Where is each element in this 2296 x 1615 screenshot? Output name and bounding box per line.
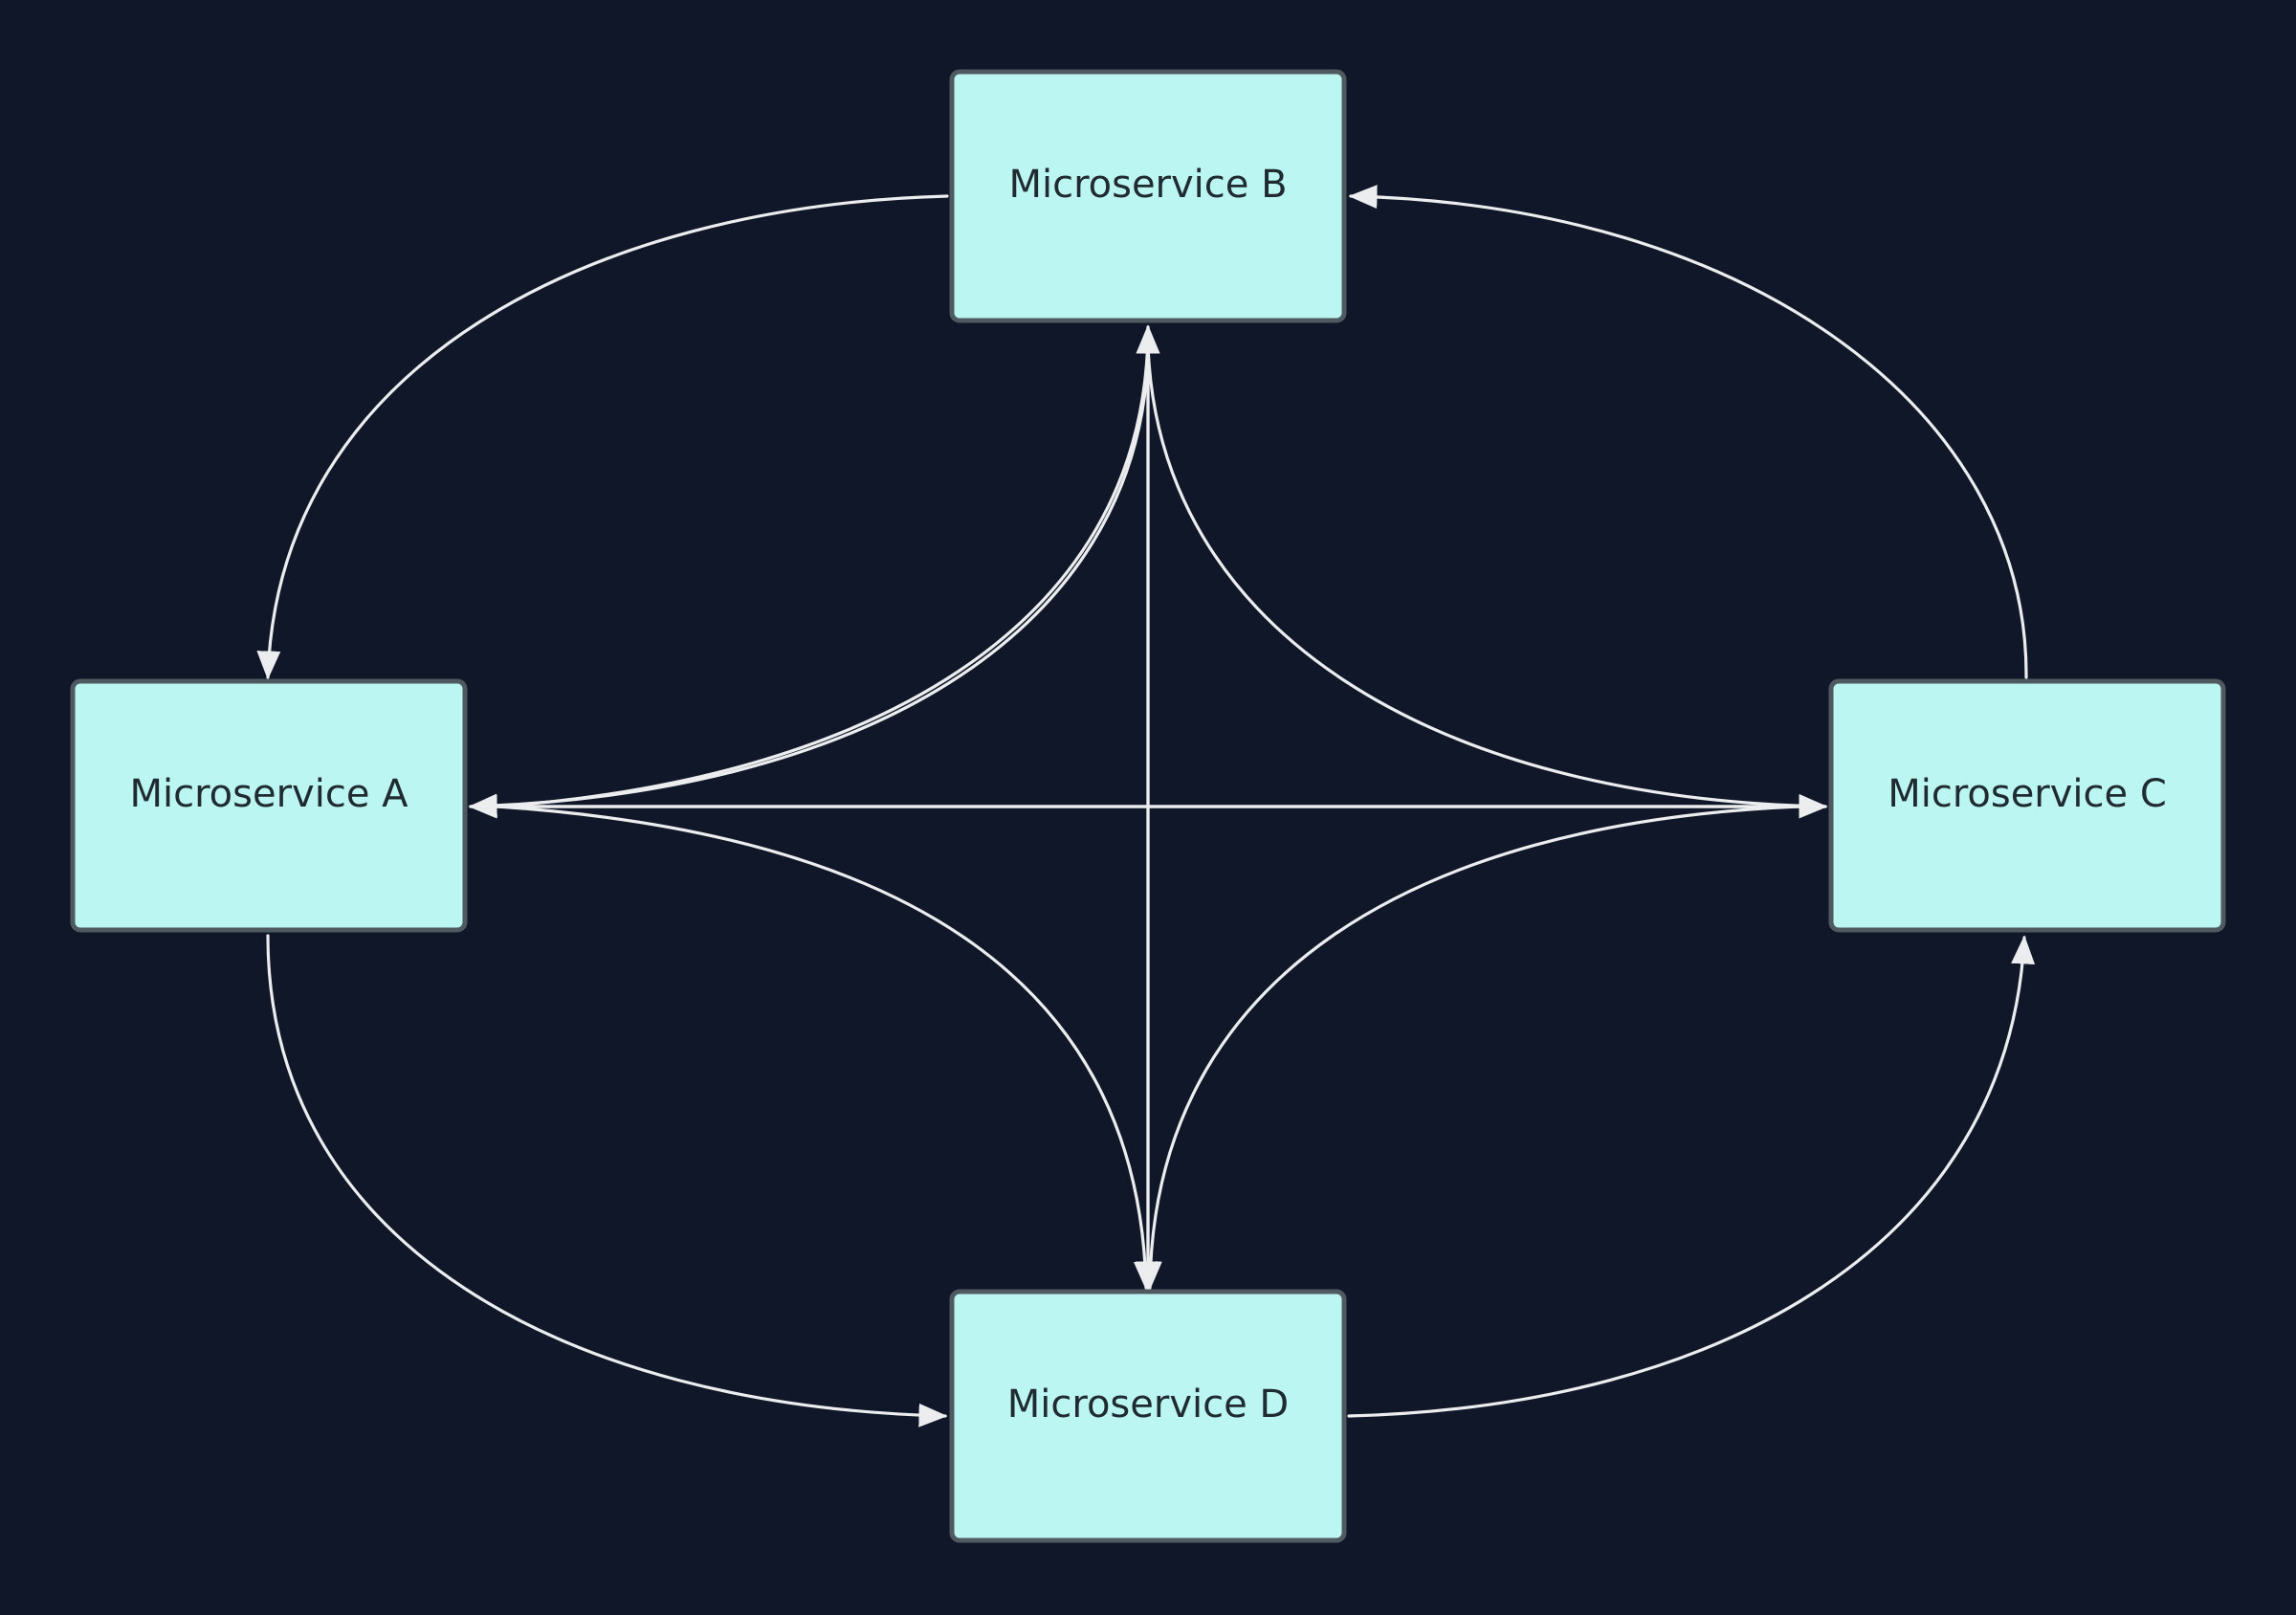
edge-b-to-a-inner[interactable]: [468, 352, 1150, 818]
edge-b-to-c[interactable]: [1146, 343, 1828, 818]
node-microservice-b[interactable]: Microservice B: [949, 69, 1347, 323]
edge-a-to-d[interactable]: [266, 934, 948, 1427]
edge-a-to-d-inner[interactable]: [496, 805, 1158, 1291]
node-microservice-c[interactable]: Microservice C: [1828, 678, 2226, 933]
node-microservice-a[interactable]: Microservice A: [70, 678, 468, 933]
node-box-d: [949, 1289, 1347, 1543]
node-box-b: [949, 69, 1347, 323]
edge-b-to-a[interactable]: [256, 194, 949, 680]
node-label-b: Microservice B: [1008, 163, 1287, 207]
edges: [256, 185, 2036, 1427]
node-box-c: [1828, 678, 2226, 933]
node-label-a: Microservice A: [129, 772, 408, 816]
node-microservice-d[interactable]: Microservice D: [949, 1289, 1347, 1543]
node-label-d: Microservice D: [1007, 1383, 1289, 1427]
node-box-a: [70, 678, 468, 933]
edge-c-to-b[interactable]: [1348, 185, 2028, 679]
node-label-c: Microservice C: [1888, 772, 2167, 816]
edge-c-to-d[interactable]: [1137, 805, 1800, 1291]
edge-d-to-c[interactable]: [1347, 935, 2036, 1418]
edge-a-to-b[interactable]: [496, 324, 1160, 808]
